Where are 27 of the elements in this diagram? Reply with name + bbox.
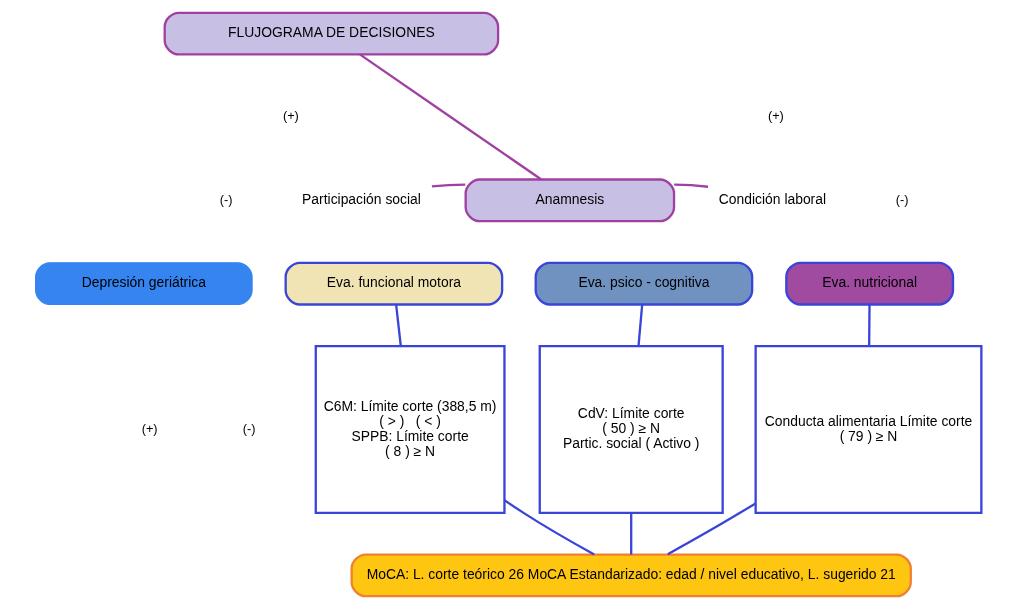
node-box: Anamnesis [464,178,675,223]
node-box: CdV: Límite corte ( 50 ) ≥ N Partic. social ( Activo ) [538,345,724,514]
label: (-) [242,420,256,436]
node-text: Participación social [301,190,421,207]
node-text: Condición laboral [718,190,826,207]
connector [666,502,756,556]
connector [503,499,595,556]
label: (+) [767,108,784,124]
node-box: C6M: Límite corte (388,5 m) ( > ) ( < ) SPPB: Límite corte ( 8 ) ≥ N [314,345,506,514]
connector [394,304,402,347]
connector [636,304,643,347]
connector [673,183,708,188]
connector [431,183,465,188]
label: (+) [141,420,158,436]
node-box: MoCA: L. corte teórico 26 MoCA Estandarizado: edad / nivel educativo, L. sugerido 21 [350,553,912,598]
connector [629,512,632,555]
node-box: Depresión geriátrica [34,262,253,306]
label: (+) [282,108,299,124]
node-box: Eva. funcional motora [284,261,503,306]
node-box: FLUJOGRAMA DE DECISIONES [163,11,499,56]
connector [359,53,542,181]
label: (-) [895,191,908,207]
label: (-) [219,191,232,207]
node-box: Eva. psico - cognitiva [534,261,753,306]
node-box: Conducta alimentaria Límite corte ( 79 ) ≥ N [754,345,983,514]
connector [867,304,871,347]
node-box: Eva. nutricional [784,261,954,306]
